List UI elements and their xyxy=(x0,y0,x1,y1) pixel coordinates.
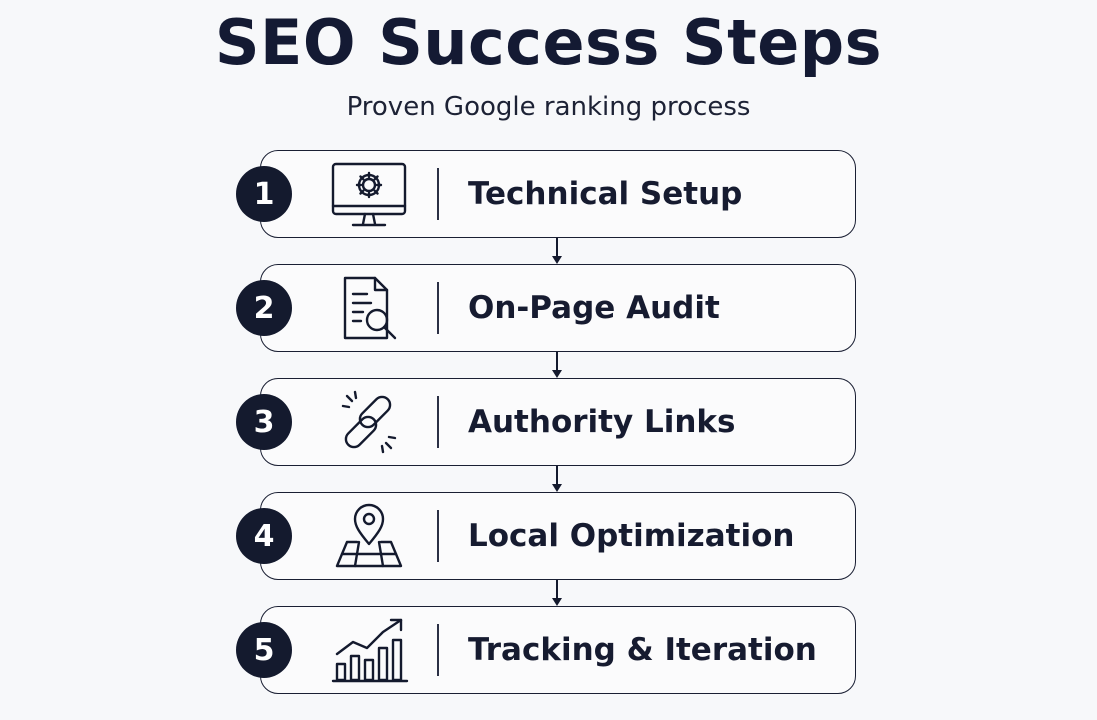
step-number-1: 1 xyxy=(236,166,292,222)
monitor-gear-icon xyxy=(328,158,410,230)
step-number-3: 3 xyxy=(236,394,292,450)
step-divider-1 xyxy=(437,168,439,220)
page-subtitle: Proven Google ranking process xyxy=(346,92,751,122)
down-arrow-icon xyxy=(552,580,562,606)
step-divider-5 xyxy=(437,624,439,676)
step-number-4: 4 xyxy=(236,508,292,564)
down-arrow-icon xyxy=(552,352,562,378)
step-divider-3 xyxy=(437,396,439,448)
step-label-4: Local Optimization xyxy=(468,518,795,554)
step-label-3: Authority Links xyxy=(468,404,736,440)
step-number-2: 2 xyxy=(236,280,292,336)
step-label-5: Tracking & Iteration xyxy=(468,632,817,668)
down-arrow-icon xyxy=(552,466,562,492)
document-search-icon xyxy=(328,272,410,344)
page-title: SEO Success Steps xyxy=(214,6,883,79)
map-pin-icon xyxy=(328,500,410,572)
growth-chart-icon xyxy=(328,614,410,686)
chain-link-icon xyxy=(328,386,410,458)
step-number-5: 5 xyxy=(236,622,292,678)
step-divider-4 xyxy=(437,510,439,562)
step-divider-2 xyxy=(437,282,439,334)
step-label-2: On-Page Audit xyxy=(468,290,720,326)
step-label-1: Technical Setup xyxy=(468,176,743,212)
down-arrow-icon xyxy=(552,238,562,264)
